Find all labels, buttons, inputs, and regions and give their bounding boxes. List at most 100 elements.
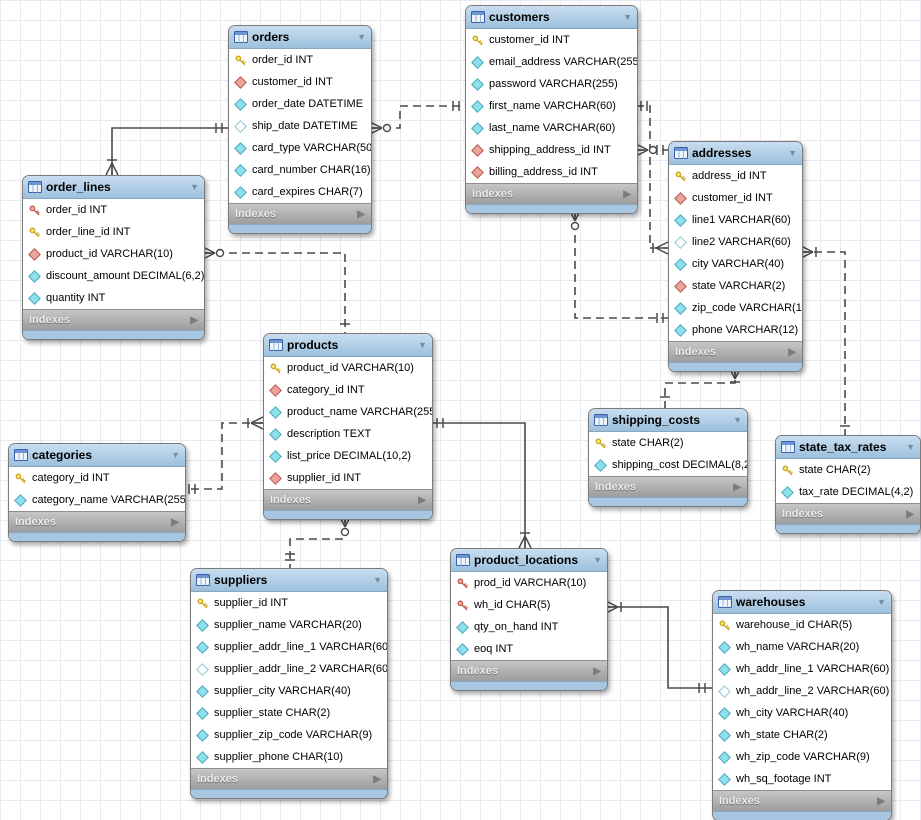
field-suppliers-supplier_phone[interactable]: supplier_phone CHAR(10) <box>191 746 387 768</box>
collapse-table-icon[interactable]: ▼ <box>171 450 180 460</box>
field-suppliers-supplier_addr_line_2[interactable]: supplier_addr_line_2 VARCHAR(60) <box>191 658 387 680</box>
relationship-customers-billing_address[interactable] <box>574 209 668 319</box>
relationship-addresses-state_tax_rates[interactable] <box>801 251 846 435</box>
field-suppliers-supplier_addr_line_1[interactable]: supplier_addr_line_1 VARCHAR(60) <box>191 636 387 658</box>
table-warehouses[interactable]: warehouses▼warehouse_id CHAR(5)wh_name V… <box>712 590 892 820</box>
table-header-shipping_costs[interactable]: shipping_costs▼ <box>589 409 747 432</box>
relationship-addresses-customers[interactable] <box>636 105 668 249</box>
field-product_locations-wh_id[interactable]: wh_id CHAR(5) <box>451 594 607 616</box>
field-warehouses-wh_addr_line_1[interactable]: wh_addr_line_1 VARCHAR(60) <box>713 658 891 680</box>
table-header-customers[interactable]: customers▼ <box>466 6 637 29</box>
table-header-products[interactable]: products▼ <box>264 334 432 357</box>
relationship-order_lines-orders[interactable] <box>111 127 228 175</box>
collapse-table-icon[interactable]: ▼ <box>877 597 886 607</box>
field-orders-customer_id[interactable]: customer_id INT <box>229 71 371 93</box>
field-warehouses-wh_name[interactable]: wh_name VARCHAR(20) <box>713 636 891 658</box>
field-product_locations-eoq[interactable]: eoq INT <box>451 638 607 660</box>
expand-indexes-icon[interactable]: ▶ <box>357 208 365 220</box>
indexes-row[interactable]: Indexes▶ <box>23 309 204 330</box>
field-order_lines-discount_amount[interactable]: discount_amount DECIMAL(6,2) <box>23 265 204 287</box>
collapse-table-icon[interactable]: ▼ <box>357 32 366 42</box>
field-order_lines-order_id[interactable]: order_id INT <box>23 199 204 221</box>
table-products[interactable]: products▼product_id VARCHAR(10)category_… <box>263 333 433 520</box>
expand-indexes-icon[interactable]: ▶ <box>906 508 914 520</box>
field-addresses-address_id[interactable]: address_id INT <box>669 165 802 187</box>
expand-indexes-icon[interactable]: ▶ <box>877 795 885 807</box>
field-product_locations-qty_on_hand[interactable]: qty_on_hand INT <box>451 616 607 638</box>
collapse-table-icon[interactable]: ▼ <box>733 415 742 425</box>
field-state_tax_rates-state[interactable]: state CHAR(2) <box>776 459 920 481</box>
collapse-table-icon[interactable]: ▼ <box>190 182 199 192</box>
field-products-description[interactable]: description TEXT <box>264 423 432 445</box>
field-customers-shipping_address_id[interactable]: shipping_address_id INT <box>466 139 637 161</box>
field-shipping_costs-state[interactable]: state CHAR(2) <box>589 432 747 454</box>
field-customers-last_name[interactable]: last_name VARCHAR(60) <box>466 117 637 139</box>
table-header-orders[interactable]: orders▼ <box>229 26 371 49</box>
field-order_lines-order_line_id[interactable]: order_line_id INT <box>23 221 204 243</box>
expand-indexes-icon[interactable]: ▶ <box>171 516 179 528</box>
field-warehouses-wh_state[interactable]: wh_state CHAR(2) <box>713 724 891 746</box>
table-header-warehouses[interactable]: warehouses▼ <box>713 591 891 614</box>
field-warehouses-wh_city[interactable]: wh_city VARCHAR(40) <box>713 702 891 724</box>
field-order_lines-product_id[interactable]: product_id VARCHAR(10) <box>23 243 204 265</box>
field-suppliers-supplier_id[interactable]: supplier_id INT <box>191 592 387 614</box>
table-state_tax_rates[interactable]: state_tax_rates▼state CHAR(2)tax_rate DE… <box>775 435 921 534</box>
expand-indexes-icon[interactable]: ▶ <box>190 314 198 326</box>
table-header-state_tax_rates[interactable]: state_tax_rates▼ <box>776 436 920 459</box>
table-header-order_lines[interactable]: order_lines▼ <box>23 176 204 199</box>
field-customers-first_name[interactable]: first_name VARCHAR(60) <box>466 95 637 117</box>
indexes-row[interactable]: Indexes▶ <box>9 511 185 532</box>
field-orders-order_id[interactable]: order_id INT <box>229 49 371 71</box>
expand-indexes-icon[interactable]: ▶ <box>373 773 381 785</box>
collapse-table-icon[interactable]: ▼ <box>418 340 427 350</box>
field-addresses-state[interactable]: state VARCHAR(2) <box>669 275 802 297</box>
table-product_locations[interactable]: product_locations▼prod_id VARCHAR(10)wh_… <box>450 548 608 691</box>
field-categories-category_name[interactable]: category_name VARCHAR(255) <box>9 489 185 511</box>
field-orders-ship_date[interactable]: ship_date DATETIME <box>229 115 371 137</box>
field-addresses-customer_id[interactable]: customer_id INT <box>669 187 802 209</box>
collapse-table-icon[interactable]: ▼ <box>788 148 797 158</box>
indexes-row[interactable]: Indexes▶ <box>589 476 747 497</box>
field-product_locations-prod_id[interactable]: prod_id VARCHAR(10) <box>451 572 607 594</box>
field-addresses-zip_code[interactable]: zip_code VARCHAR(10) <box>669 297 802 319</box>
collapse-table-icon[interactable]: ▼ <box>593 555 602 565</box>
relationship-products-product_locations[interactable] <box>431 422 526 548</box>
indexes-row[interactable]: Indexes▶ <box>451 660 607 681</box>
field-customers-billing_address_id[interactable]: billing_address_id INT <box>466 161 637 183</box>
field-addresses-phone[interactable]: phone VARCHAR(12) <box>669 319 802 341</box>
field-categories-category_id[interactable]: category_id INT <box>9 467 185 489</box>
collapse-table-icon[interactable]: ▼ <box>373 575 382 585</box>
table-header-addresses[interactable]: addresses▼ <box>669 142 802 165</box>
table-header-suppliers[interactable]: suppliers▼ <box>191 569 387 592</box>
field-shipping_costs-shipping_cost[interactable]: shipping_cost DECIMAL(8,2) <box>589 454 747 476</box>
indexes-row[interactable]: Indexes▶ <box>229 203 371 224</box>
field-state_tax_rates-tax_rate[interactable]: tax_rate DECIMAL(4,2) <box>776 481 920 503</box>
field-products-product_name[interactable]: product_name VARCHAR(255) <box>264 401 432 423</box>
relationship-orders-customers[interactable] <box>370 105 465 129</box>
field-order_lines-quantity[interactable]: quantity INT <box>23 287 204 309</box>
field-warehouses-warehouse_id[interactable]: warehouse_id CHAR(5) <box>713 614 891 636</box>
field-orders-card_number[interactable]: card_number CHAR(16) <box>229 159 371 181</box>
expand-indexes-icon[interactable]: ▶ <box>733 481 741 493</box>
field-suppliers-supplier_name[interactable]: supplier_name VARCHAR(20) <box>191 614 387 636</box>
field-orders-order_date[interactable]: order_date DATETIME <box>229 93 371 115</box>
indexes-row[interactable]: Indexes▶ <box>713 790 891 811</box>
field-products-category_id[interactable]: category_id INT <box>264 379 432 401</box>
indexes-row[interactable]: Indexes▶ <box>669 341 802 362</box>
indexes-row[interactable]: Indexes▶ <box>264 489 432 510</box>
relationship-products-suppliers[interactable] <box>289 515 346 568</box>
field-customers-email_address[interactable]: email_address VARCHAR(255) <box>466 51 637 73</box>
expand-indexes-icon[interactable]: ▶ <box>623 188 631 200</box>
table-header-categories[interactable]: categories▼ <box>9 444 185 467</box>
field-customers-password[interactable]: password VARCHAR(255) <box>466 73 637 95</box>
field-warehouses-wh_zip_code[interactable]: wh_zip_code VARCHAR(9) <box>713 746 891 768</box>
field-suppliers-supplier_state[interactable]: supplier_state CHAR(2) <box>191 702 387 724</box>
relationship-addresses-shipping_costs[interactable] <box>664 367 736 408</box>
field-products-supplier_id[interactable]: supplier_id INT <box>264 467 432 489</box>
field-addresses-line1[interactable]: line1 VARCHAR(60) <box>669 209 802 231</box>
field-orders-card_expires[interactable]: card_expires CHAR(7) <box>229 181 371 203</box>
